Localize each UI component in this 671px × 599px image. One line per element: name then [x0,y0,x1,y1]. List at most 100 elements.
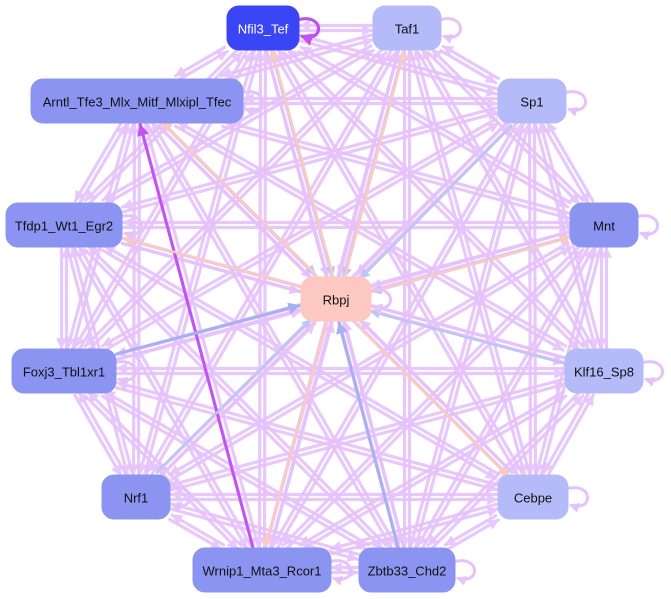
edge-wrnip1-to-cebpe [331,506,500,556]
edge-taf1-to-tfdp1 [101,44,373,202]
self-loop-rbpj [368,288,392,315]
edge-wrnip1-to-klf16 [301,394,568,551]
edge-foxj3-to-nrf1 [73,393,123,477]
edge-klf16-to-rbpj [371,303,567,360]
edge-cebpe-to-tfdp1 [103,244,500,476]
highlighted-edge-rbpj-to-nfil3 [269,49,334,277]
node-label-wrnip1: Wrnip1_Mta3_Rcor1 [203,564,322,579]
edge-zbtb33-to-nrf1 [170,501,361,556]
node-box-foxj3 [11,348,117,394]
self-loop-nfil3 [296,17,321,46]
node-label-klf16: Klf16_Sp8 [574,365,634,380]
highlighted-edge-rbpj-to-arntl [161,120,317,276]
edge-taf1-to-arntl [219,33,373,79]
highlighted-edge-layer [114,49,571,550]
edge-tfdp1-to-cebpe [100,248,498,480]
edge-foxj3-to-sp1 [103,121,500,352]
highlighted-edge-zbtb33-to-rbpj [336,321,400,550]
edge-klf16-to-arntl [176,120,568,348]
node-taf1[interactable]: Taf1 [372,5,442,51]
self-loop-wrnip1 [328,559,352,586]
self-loop-layer [113,17,664,586]
node-box-arntl [30,78,244,124]
node-label-nfil3: Nfil3_Tef [238,22,289,37]
node-box-tfdp1 [5,202,123,248]
node-klf16[interactable]: Klf16_Sp8 [564,348,644,394]
edge-sp1-to-cebpe [524,122,536,476]
self-loop-taf1 [438,17,462,44]
node-arntl[interactable]: Arntl_Tfe3_Mlx_Mitf_Mlxipl_Tfec [30,78,244,124]
self-loop-klf16 [640,360,664,387]
node-box-zbtb33 [358,547,456,593]
node-box-mnt [569,202,639,248]
edge-cebpe-to-klf16 [546,393,595,477]
edge-wrnip1-to-rbpj [269,321,335,550]
edge-wrnip1-to-nfil3 [259,49,271,549]
node-sp1[interactable]: Sp1 [497,78,567,124]
self-loop-tfdp1 [119,214,143,241]
node-cebpe[interactable]: Cebpe [497,474,569,520]
node-box-cebpe [497,474,569,520]
edge-foxj3-to-wrnip1 [83,394,239,551]
highlighted-edge-rbpj-to-wrnip1 [263,320,329,548]
node-label-rbpj: Rbpj [323,293,350,308]
self-loop-mnt [635,214,659,241]
node-box-nrf1 [101,474,171,520]
edge-sp1-to-mnt [541,123,591,205]
self-loop-zbtb33 [452,559,476,586]
node-label-cebpe: Cebpe [514,491,552,506]
edge-arntl-to-klf16 [173,124,565,352]
edge-foxj3-to-rbpj [116,308,303,361]
node-box-rbpj [300,276,372,322]
edge-sp1-to-tfdp1 [120,106,498,210]
highlighted-edge-foxj3-to-rbpj [114,302,301,356]
self-loop-cebpe [565,486,589,513]
edge-sp1-to-foxj3 [101,117,498,348]
edge-mnt-to-sp1 [545,121,595,203]
highlighted-edge-rbpj-to-tfdp1 [122,235,302,288]
edge-sp1-to-wrnip1 [271,121,519,548]
node-tfdp1[interactable]: Tfdp1_Wt1_Egr2 [5,202,123,248]
node-zbtb33[interactable]: Zbtb33_Chd2 [358,547,456,593]
edge-nrf1-to-foxj3 [77,391,127,475]
edge-zbtb33-to-cebpe [446,518,500,551]
edge-mnt-to-arntl [222,118,572,215]
self-loop-nrf1 [167,486,191,513]
edge-nrf1-to-rbpj [159,322,317,478]
edge-zbtb33-to-rbpj [341,319,405,548]
highlighted-edge-nrf1-to-rbpj [155,318,312,474]
node-foxj3[interactable]: Foxj3_Tbl1xr1 [11,348,117,394]
edge-mnt-to-taf1 [430,47,585,202]
node-box-klf16 [564,348,644,394]
edge-nrf1-to-taf1 [149,50,398,477]
node-label-tfdp1: Tfdp1_Wt1_Egr2 [15,219,113,234]
edge-klf16-to-wrnip1 [298,390,565,547]
node-mnt[interactable]: Mnt [569,202,639,248]
self-loop-foxj3 [113,360,137,387]
node-nrf1[interactable]: Nrf1 [101,474,171,520]
edge-mnt-to-nrf1 [168,241,570,477]
edge-nfil3-to-wrnip1 [254,49,266,549]
highlighted-edge-wrnip1-to-arntl [137,123,255,550]
edge-arntl-to-taf1 [221,37,375,83]
node-label-mnt: Mnt [593,219,615,234]
edge-arntl-to-nfil3 [176,49,229,82]
edge-nrf1-to-mnt [170,245,572,481]
edge-wrnip1-to-nrf1 [170,513,226,547]
node-label-foxj3: Foxj3_Tbl1xr1 [23,365,105,380]
self-loop-sp1 [563,90,587,117]
node-nfil3[interactable]: Nfil3_Tef [226,5,300,51]
highlighted-edge-klf16-to-rbpj [370,309,565,365]
edge-tfdp1-to-arntl [78,123,128,205]
highlighted-edge-rbpj-to-taf1 [343,50,407,278]
highlighted-edge-rbpj-to-mnt [371,235,571,294]
node-label-taf1: Taf1 [395,22,420,37]
node-layer: Nfil3_Tef Taf1Arntl_Tfe3_Mlx_Mitf_Mlxipl_… [5,5,644,593]
node-wrnip1[interactable]: Wrnip1_Mta3_Rcor1 [192,547,332,593]
edge-arntl-to-tfdp1 [73,121,123,203]
node-rbpj[interactable]: Rbpj [300,276,372,322]
node-box-taf1 [372,5,442,51]
edge-sp1-to-taf1 [441,44,500,81]
highlighted-edge-sp1-to-rbpj [359,124,513,280]
